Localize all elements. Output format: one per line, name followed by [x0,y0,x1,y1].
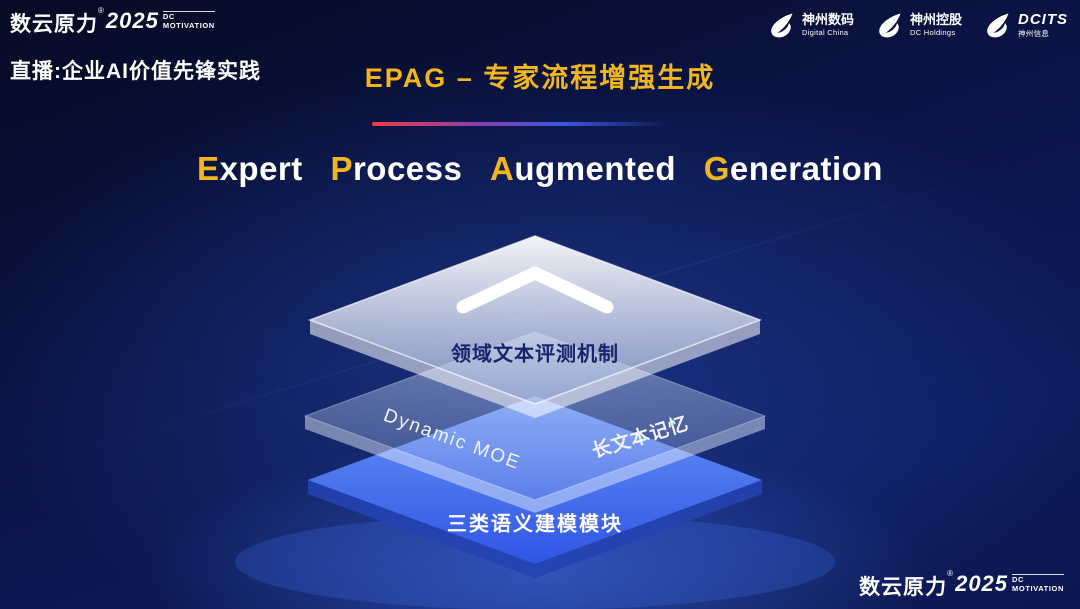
partner-name: DCITS [1018,10,1068,28]
chevron-up-icon [456,266,614,314]
title-capital: P [330,150,353,187]
title-word: Expert [197,150,303,187]
top-layer-label: 领域文本评测机制 [451,343,619,366]
title-word: Augmented [490,150,676,187]
brand-year: 2025 [105,8,159,33]
title-word: Generation [704,150,883,187]
brand-logo-footer: 数云原力®2025 DC MOTIVATION [859,569,1064,601]
title-divider [372,122,668,126]
slide-title: EPAG – 专家流程增强生成 [364,63,716,93]
title-word-rest: eneration [729,150,883,187]
title-word-rest: ugmented [514,150,677,187]
swoosh-icon [766,10,796,40]
partner-logo-dc-holdings: 神州控股 DC Holdings [874,10,962,40]
live-label: 直播:企业AI价值先锋实践 [10,60,261,83]
brand-subtitle-top: DC [1012,575,1025,584]
partner-name: 神州控股 [909,11,962,27]
brand-year: 2025 [955,571,1009,596]
title-word-rest: rocess [352,150,463,187]
brand-logo-header: 数云原力®2025 DC MOTIVATION [10,6,215,38]
partner-subtitle: 神州信息 [1018,29,1050,39]
brand-subtitle-bottom: MOTIVATION [1012,583,1064,593]
brand-name: 数云原力 [859,576,948,599]
english-title: Expert Process Augmented Generation [188,150,892,188]
swoosh-icon [982,10,1012,40]
partner-logo-digital-china: 神州数码 Digital China [766,10,854,40]
title-word: Process [330,150,462,187]
swoosh-icon [874,10,904,40]
bottom-layer-label: 三类语义建模模块 [447,513,623,536]
brand-subtitle-bottom: MOTIVATION [162,20,215,30]
brand-reg-mark: ® [947,569,954,578]
partner-subtitle: Digital China [801,28,849,38]
partner-logo-dcits: DCITS 神州信息 [982,10,1068,40]
brand-subtitle-top: DC [162,12,175,21]
brand-reg-mark: ® [98,6,104,15]
brand-subtitle: DC MOTIVATION [162,11,215,30]
partner-name: 神州数码 [801,11,854,27]
partner-subtitle: DC Holdings [909,28,956,38]
title-word-rest: xpert [219,150,303,187]
brand-subtitle: DC MOTIVATION [1012,574,1064,593]
partner-logos: 神州数码 Digital China 神州控股 DC Holdings DCIT… [766,10,1068,40]
brand-name: 数云原力 [10,13,98,36]
title-capital: E [197,150,220,187]
title-capital: A [490,150,515,187]
top-layer [307,235,763,405]
title-capital: G [703,150,730,187]
